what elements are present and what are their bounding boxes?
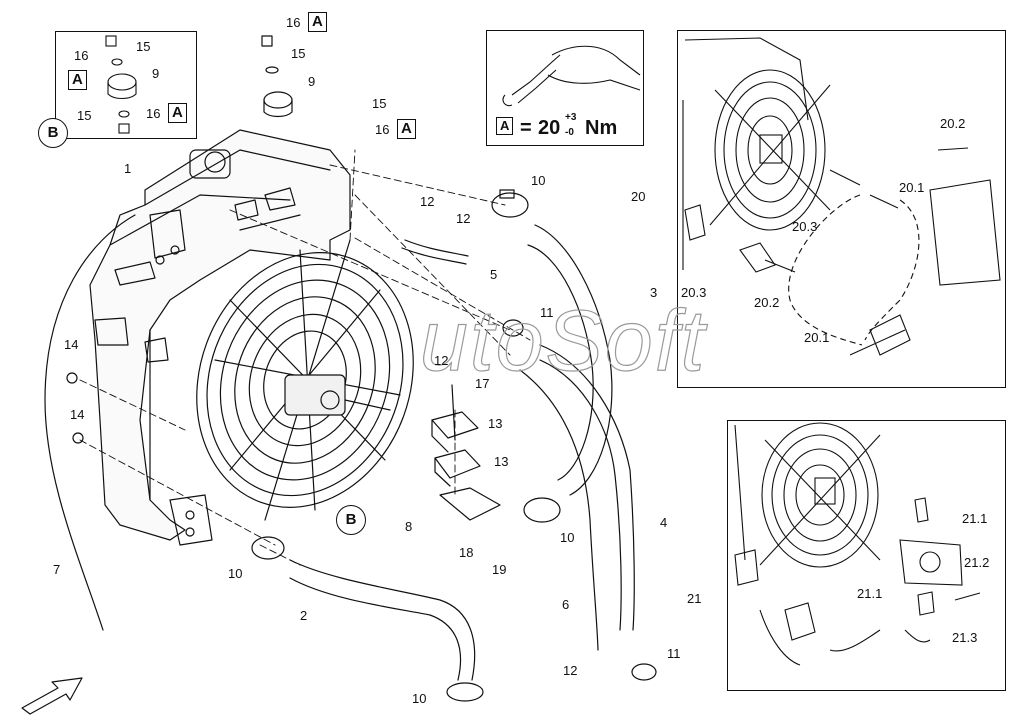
callout-13-a: 13 xyxy=(488,416,503,431)
callout-20-2-top: 20.2 xyxy=(940,116,966,131)
ref-a-top: A xyxy=(308,12,327,32)
torque-tol-upper: +3 xyxy=(565,112,577,123)
callout-21: 21 xyxy=(687,591,702,606)
bracket-8 xyxy=(439,487,501,521)
callout-10-left: 10 xyxy=(228,566,243,581)
callout-17: 17 xyxy=(475,376,490,391)
callout-20: 20 xyxy=(631,189,646,204)
mount-9 xyxy=(263,91,293,118)
detail-b-label-main: B xyxy=(336,505,366,535)
callout-9-inset: 9 xyxy=(152,66,160,81)
clamp-10-top xyxy=(491,189,529,218)
callout-10-mid: 10 xyxy=(560,530,575,545)
callout-5: 5 xyxy=(490,267,498,282)
callout-15-inset-a: 15 xyxy=(136,39,151,54)
watermark: utoSoft xyxy=(419,292,707,389)
clamp-10-mid xyxy=(523,497,561,523)
torque-equals: = xyxy=(520,117,532,139)
callout-20-3-top: 20.3 xyxy=(792,219,818,234)
callout-11-bottom: 11 xyxy=(667,646,681,661)
callout-16-mid: 16 xyxy=(375,122,390,137)
callout-2: 2 xyxy=(300,608,308,623)
callout-9-top: 9 xyxy=(308,74,316,89)
torque-tol-lower: -0 xyxy=(565,127,574,138)
callout-19: 19 xyxy=(492,562,507,577)
callout-10-top: 10 xyxy=(531,173,546,188)
hose-5 xyxy=(401,239,469,265)
hose-7 xyxy=(44,214,136,631)
callout-8: 8 xyxy=(405,519,413,534)
hose-2 xyxy=(289,559,476,681)
bolt-16 xyxy=(261,35,279,74)
callout-13-b: 13 xyxy=(494,454,509,469)
bolt-17 xyxy=(451,384,456,441)
clamp-11-bottom xyxy=(631,663,657,681)
callout-15-inset-b: 15 xyxy=(77,108,92,123)
callout-14-a: 14 xyxy=(64,337,79,352)
callout-18: 18 xyxy=(459,545,474,560)
clamp-11-top xyxy=(502,319,524,337)
callout-20-2-bottom: 20.2 xyxy=(754,295,780,310)
callout-11-mid: 11 xyxy=(540,305,554,320)
bracket-13-upper xyxy=(431,411,479,453)
torque-ref-letter: A xyxy=(496,117,514,135)
inset-21-panel xyxy=(727,420,1006,691)
callout-20-1-bottom: 20.1 xyxy=(804,330,830,345)
callout-12-c: 12 xyxy=(434,353,449,368)
ref-a-inset-left: A xyxy=(68,70,87,90)
callout-15-top: 15 xyxy=(291,46,306,61)
hose-4 xyxy=(539,344,635,631)
callout-16-inset-a: 16 xyxy=(74,48,89,63)
radiator-core xyxy=(66,129,351,546)
inset-21-drawing xyxy=(734,422,981,666)
inset-b-drawing xyxy=(105,35,137,134)
callout-21-2: 21.2 xyxy=(964,555,990,570)
clamp-10-bottom xyxy=(446,682,484,702)
inset-20-panel xyxy=(677,30,1006,388)
callout-16-top: 16 xyxy=(286,15,301,30)
fan-guard xyxy=(196,239,414,521)
ref-a-inset-right: A xyxy=(168,103,187,123)
hose-6 xyxy=(519,369,599,651)
callout-21-1-top: 21.1 xyxy=(962,511,988,526)
detail-b-label-inset: B xyxy=(38,118,68,148)
callout-20-1-top: 20.1 xyxy=(899,180,925,195)
direction-arrow xyxy=(21,677,83,715)
bracket-13-lower xyxy=(434,449,481,487)
ref-a-mid: A xyxy=(397,119,416,139)
callout-7: 7 xyxy=(53,562,61,577)
torque-value: 20 xyxy=(538,117,561,139)
callout-6: 6 xyxy=(562,597,570,612)
callout-10-bottom: 10 xyxy=(412,691,427,706)
callout-1: 1 xyxy=(124,161,132,176)
callout-15-mid: 15 xyxy=(372,96,387,111)
inset-b-panel xyxy=(55,31,197,139)
wrench-hand-icon xyxy=(502,45,641,107)
clamp-10-left xyxy=(251,536,285,560)
callout-20-3-bottom: 20.3 xyxy=(681,285,707,300)
callout-16-inset-b: 16 xyxy=(146,106,161,121)
callout-21-3: 21.3 xyxy=(952,630,978,645)
callout-12-a: 12 xyxy=(420,194,435,209)
callout-12-bottom: 12 xyxy=(563,663,578,678)
callout-21-1-mid: 21.1 xyxy=(857,586,883,601)
torque-unit: Nm xyxy=(585,117,618,139)
callout-3: 3 xyxy=(650,285,658,300)
torque-spec-panel xyxy=(486,30,644,146)
callout-14-b: 14 xyxy=(70,407,85,422)
callout-4: 4 xyxy=(660,515,668,530)
callout-12-b: 12 xyxy=(456,211,471,226)
hose-3 xyxy=(527,224,613,496)
inset-20-drawing xyxy=(682,37,1001,356)
